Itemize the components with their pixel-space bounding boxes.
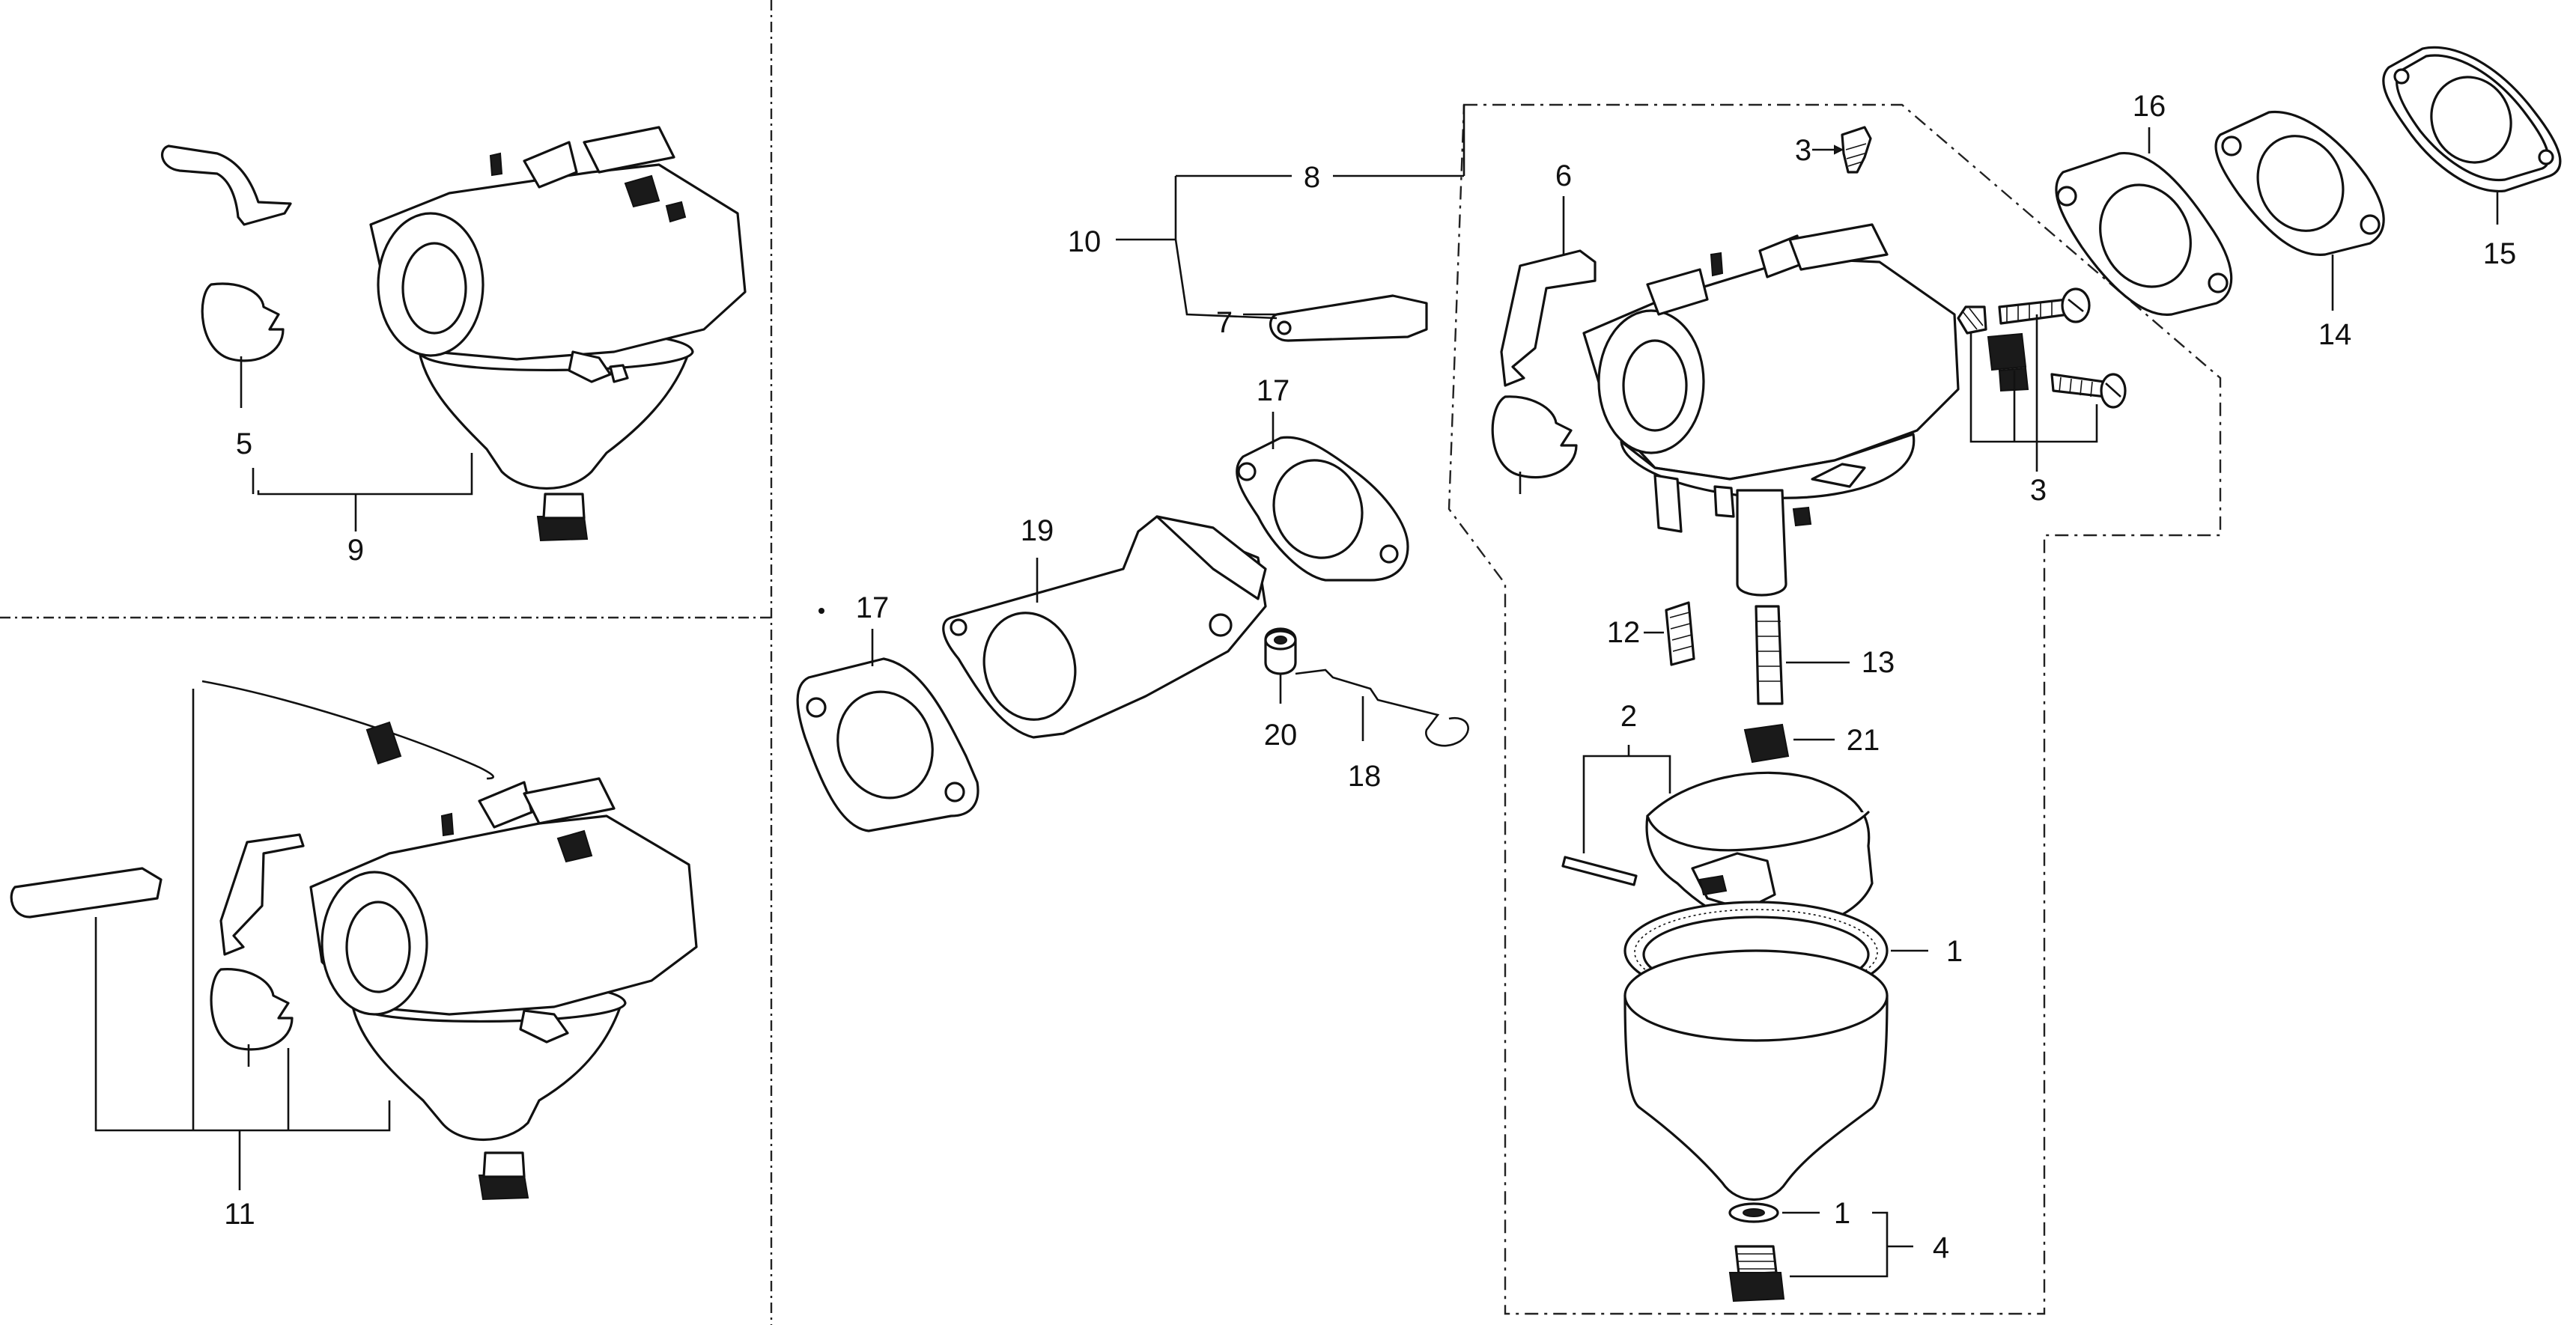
callout-11: 11 xyxy=(224,1198,255,1231)
callout-14: 14 xyxy=(2318,318,2352,351)
leader-4 xyxy=(1782,1211,1913,1278)
callout-20: 20 xyxy=(1264,719,1298,752)
main-jet-21 xyxy=(1743,723,1790,764)
callout-15: 15 xyxy=(2483,237,2517,270)
callout-6: 6 xyxy=(1555,159,1572,192)
callout-1-gasket: 1 xyxy=(1946,935,1963,968)
float-bowl xyxy=(1623,949,1889,1201)
gasket-16 xyxy=(2055,152,2233,316)
gasket-15 xyxy=(2382,46,2562,192)
drain-bolt-4 xyxy=(1734,1245,1778,1276)
rod-18 xyxy=(1295,668,1469,747)
callout-9: 9 xyxy=(347,534,364,567)
leader-11 xyxy=(94,689,391,1132)
callout-1-washer: 1 xyxy=(1834,1197,1850,1230)
float-valve-12 xyxy=(1665,601,1695,666)
float-2 xyxy=(1561,771,1874,931)
callout-8: 8 xyxy=(1304,161,1320,194)
leader-2 xyxy=(1582,755,1671,853)
callout-4: 4 xyxy=(1933,1231,1949,1264)
callout-5: 5 xyxy=(236,427,252,460)
callout-2: 2 xyxy=(1620,700,1637,733)
callout-17-left: 17 xyxy=(856,591,890,624)
lever-7 xyxy=(1269,294,1428,342)
leader-3-bottom xyxy=(1969,314,2098,443)
carburetor-assembly-11 xyxy=(10,680,698,1201)
callout-19: 19 xyxy=(1021,514,1054,547)
callout-18: 18 xyxy=(1348,760,1382,793)
carburetor-group-boundary xyxy=(1448,103,2222,1315)
carburetor-body-exploded xyxy=(1491,223,1960,597)
callout-13: 13 xyxy=(1862,646,1895,679)
callout-12: 12 xyxy=(1607,616,1641,649)
callout-3-bottom: 3 xyxy=(2030,474,2047,507)
adjusting-screws-3 xyxy=(1957,287,2127,409)
gasket-14 xyxy=(2214,110,2385,256)
callout-3-top: 3 xyxy=(1795,134,1811,167)
carburetor-assembly-9 xyxy=(161,126,747,542)
main-nozzle-13 xyxy=(1755,605,1784,705)
leader-9 xyxy=(257,453,473,496)
footnote-dot xyxy=(818,608,824,614)
callout-7: 7 xyxy=(1216,306,1233,339)
callout-10: 10 xyxy=(1068,225,1102,258)
screw-3-top xyxy=(1841,126,1872,174)
callout-17-right: 17 xyxy=(1257,374,1290,407)
callout-16: 16 xyxy=(2133,90,2166,123)
callout-21: 21 xyxy=(1847,724,1880,757)
